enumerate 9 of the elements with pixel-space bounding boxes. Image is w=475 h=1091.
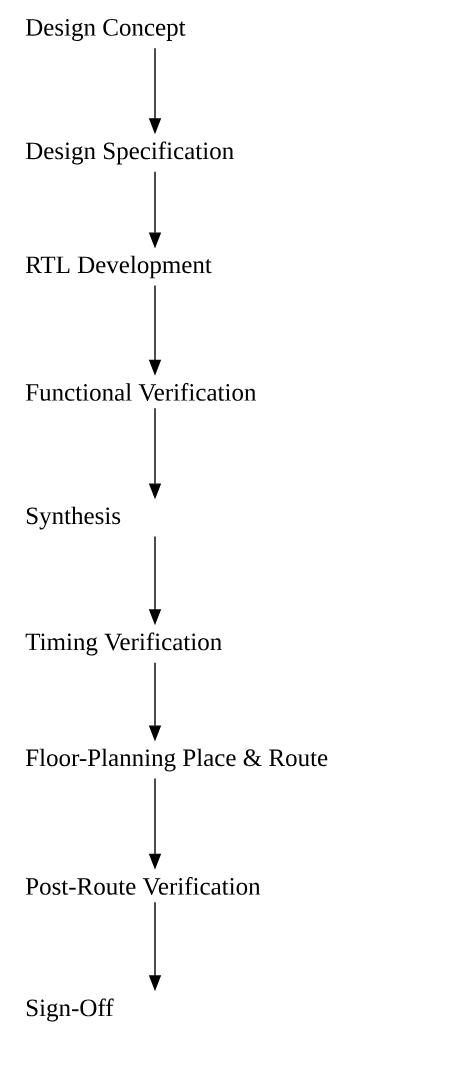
step-label: Timing Verification	[25, 632, 222, 656]
step-label: Post-Route Verification	[25, 877, 261, 895]
step-label: Sign-Off	[26, 998, 114, 1022]
step-label: Design Concept	[25, 19, 186, 41]
step-label: Synthesis	[26, 506, 121, 530]
step-label: Floor-Planning Place & Route	[25, 748, 328, 772]
step-label: Design Specification	[25, 141, 234, 165]
step-label: RTL Development	[25, 255, 212, 279]
step-label: Functional Verification	[25, 383, 257, 401]
